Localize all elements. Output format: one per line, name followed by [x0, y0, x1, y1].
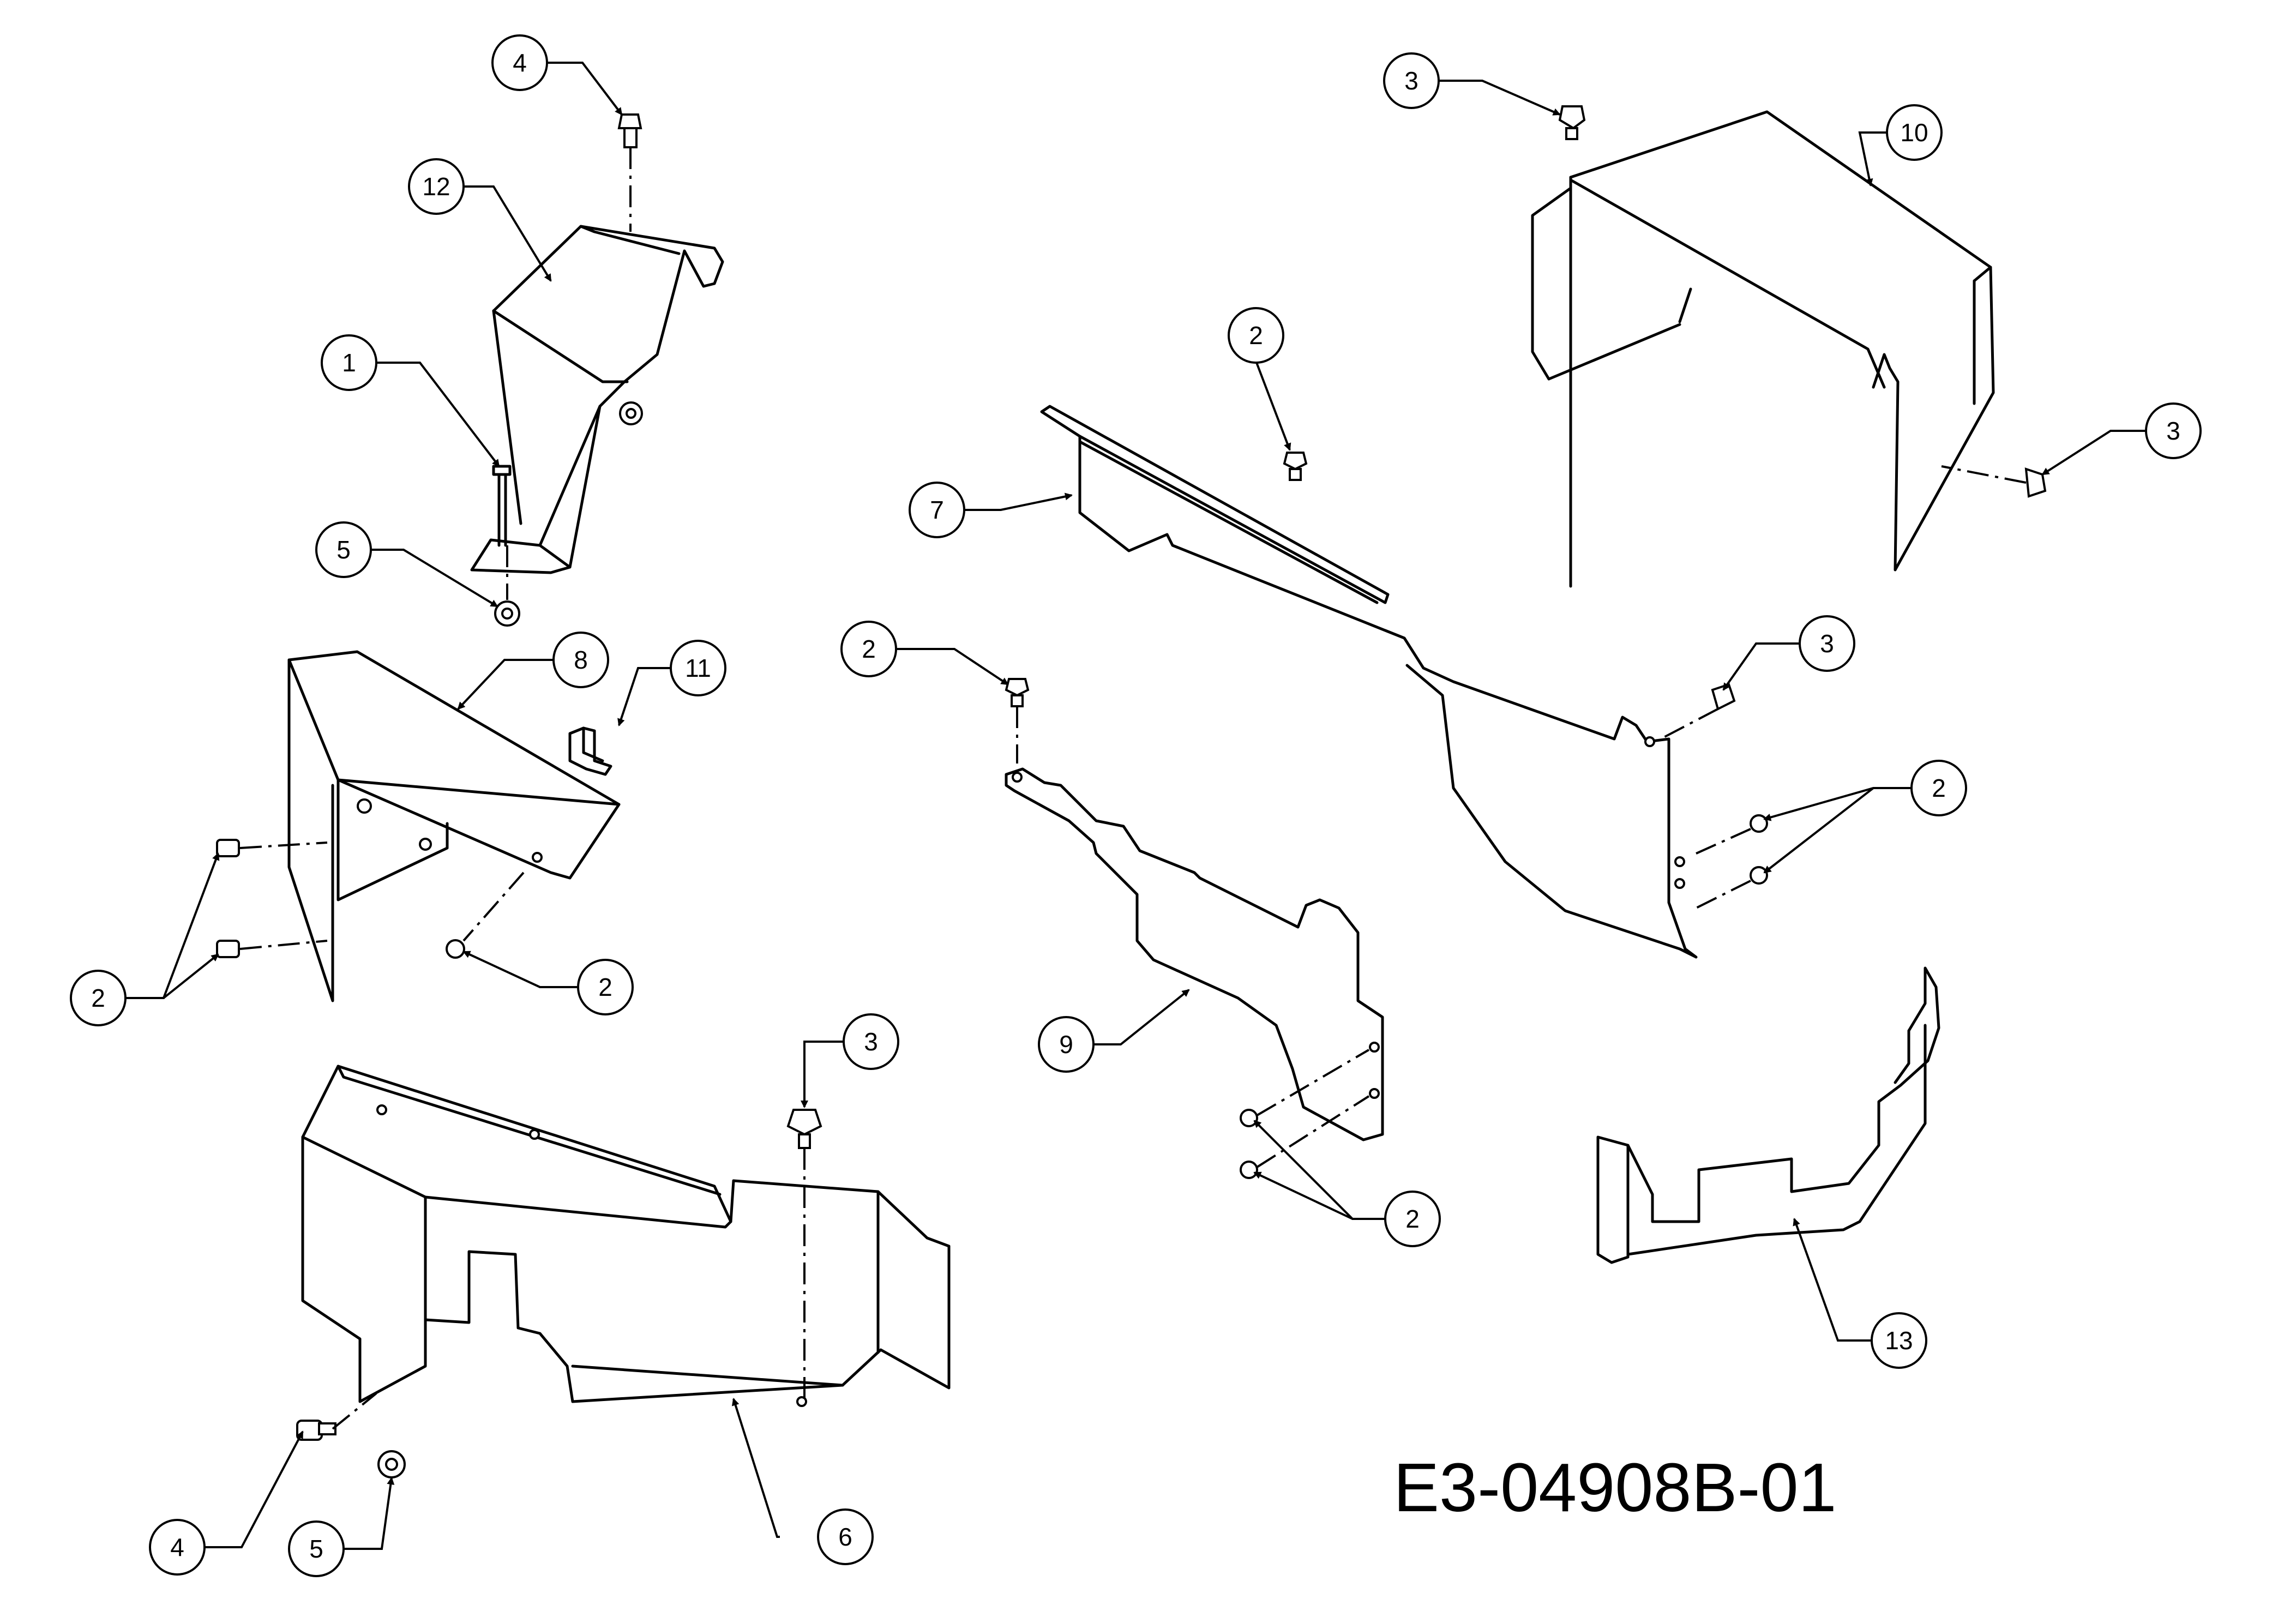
- part-2-screw-top-center: [1283, 452, 1308, 481]
- callout-2-left: 2: [70, 970, 127, 1026]
- callout-9: 9: [1038, 1016, 1095, 1073]
- part-5-washer-lower: [377, 1450, 406, 1478]
- callout-label: 7: [930, 496, 944, 524]
- callout-3-top-10: 3: [1383, 52, 1440, 109]
- callout-3-right-center: 3: [1799, 615, 1855, 672]
- part-5-nut-upper: [494, 600, 520, 627]
- callout-leaders: [125, 62, 2146, 1550]
- part-2-screws-right: [1750, 814, 1768, 885]
- part-8-shield: [287, 650, 621, 1002]
- callout-label: 3: [1404, 67, 1419, 95]
- part-6-lower-shield: [301, 1065, 951, 1407]
- callout-4-lower: 4: [149, 1519, 206, 1576]
- callout-label: 4: [513, 49, 527, 77]
- callout-7: 7: [909, 482, 965, 538]
- part-2-screws-left: [216, 839, 465, 959]
- callout-5-lower: 5: [288, 1520, 345, 1577]
- callout-label: 2: [862, 635, 876, 663]
- part-9-rail: [1005, 767, 1384, 1141]
- part-3-screw-lower: [786, 1109, 822, 1149]
- callout-label: 4: [170, 1533, 184, 1561]
- part-11-angle-bracket: [568, 726, 612, 776]
- callout-2-below-9: 2: [1384, 1191, 1441, 1247]
- part-4-bolt-upper: [617, 113, 642, 148]
- callout-label: 1: [342, 348, 356, 377]
- callout-11: 11: [670, 640, 726, 696]
- callout-2-above-9: 2: [840, 621, 897, 677]
- callout-label: 2: [1405, 1205, 1420, 1233]
- callout-label: 3: [1820, 629, 1834, 658]
- callout-5-upper: 5: [315, 521, 372, 578]
- part-10-cover: [1531, 110, 1995, 588]
- callout-12: 12: [408, 158, 465, 215]
- callout-label: 3: [2166, 417, 2180, 445]
- callout-label: 11: [685, 654, 711, 682]
- callout-label: 6: [838, 1523, 852, 1551]
- callout-label: 2: [598, 973, 612, 1001]
- drawing-number: E3-04908B-01: [1393, 1449, 1837, 1526]
- part-2-screws-below-9: [1240, 1109, 1258, 1179]
- callout-label: 5: [336, 536, 351, 564]
- part-12-bracket: [470, 225, 724, 574]
- part-7-rail: [1040, 405, 1698, 959]
- callout-label: 2: [1932, 774, 1946, 802]
- callout-label: 2: [1249, 321, 1263, 350]
- callout-13: 13: [1871, 1312, 1927, 1369]
- callout-6: 6: [817, 1508, 874, 1565]
- callout-1: 1: [321, 334, 377, 391]
- callout-2-shield: 2: [577, 959, 634, 1015]
- callout-label: 12: [422, 172, 450, 201]
- callout-label: 8: [574, 646, 588, 674]
- callout-4-upper: 4: [491, 34, 548, 91]
- callout-label: 2: [91, 984, 105, 1012]
- callout-2-right: 2: [1910, 760, 1967, 816]
- part-3-screw-top-10: [1558, 105, 1586, 140]
- callout-8: 8: [552, 632, 609, 688]
- part-1-bolt: [492, 465, 512, 547]
- callout-label: 10: [1900, 118, 1928, 147]
- part-nut-under-12: [619, 401, 643, 425]
- callout-2-top-center: 2: [1228, 307, 1284, 364]
- callout-3-right-10: 3: [2145, 402, 2202, 459]
- callout-label: 5: [309, 1535, 323, 1563]
- part-3-screw-right-10: [2024, 467, 2047, 498]
- callout-label: 3: [864, 1027, 878, 1056]
- callout-label: 9: [1059, 1030, 1073, 1059]
- part-13-bracket: [1596, 966, 1940, 1264]
- callout-10: 10: [1886, 104, 1943, 161]
- part-4-bolt-lower: [296, 1420, 336, 1441]
- callout-label: 13: [1885, 1326, 1913, 1355]
- callout-3-lower: 3: [843, 1013, 899, 1070]
- part-2-screw-above-9: [1005, 678, 1030, 707]
